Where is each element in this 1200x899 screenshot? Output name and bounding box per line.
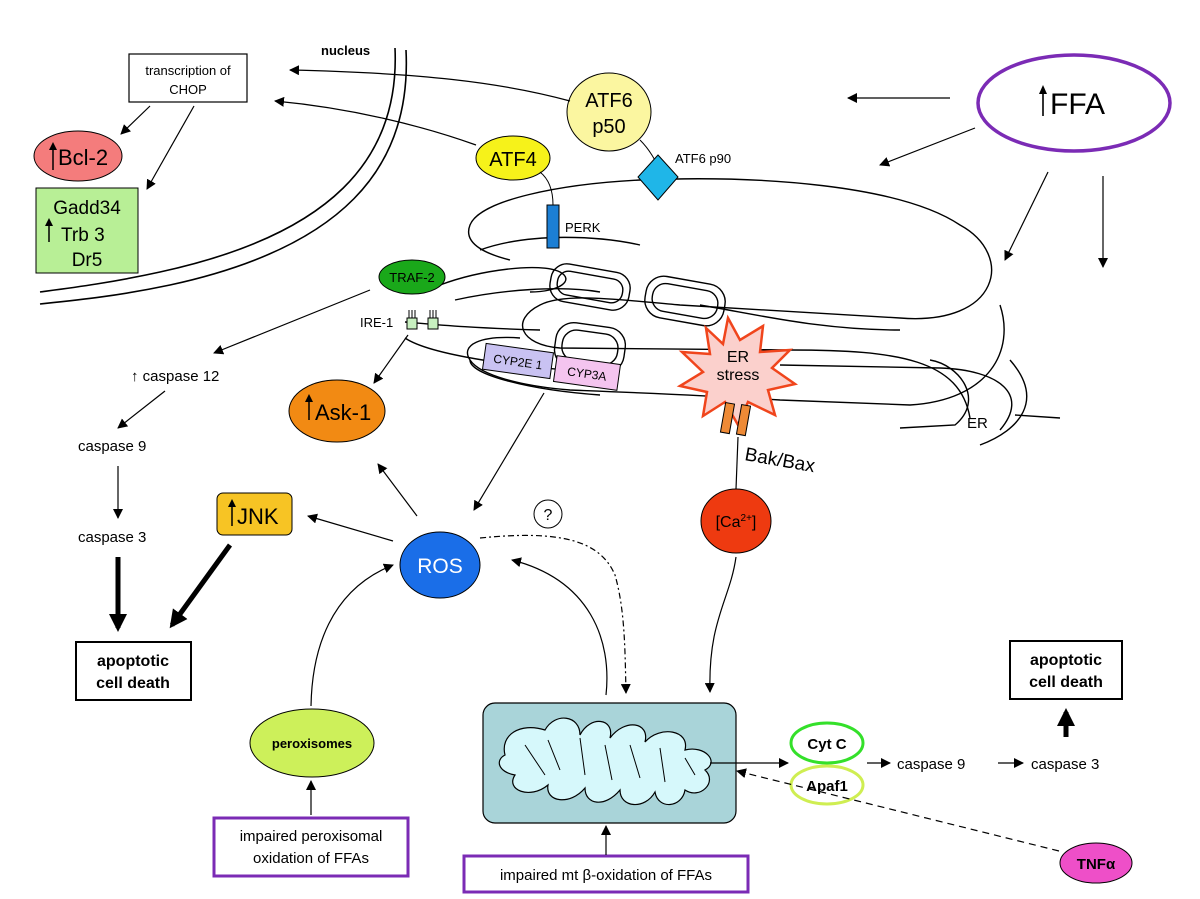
ros-label: ROS xyxy=(417,555,463,578)
er-stress-label-2: stress xyxy=(717,367,760,384)
caspase12-label: ↑ caspase 12 xyxy=(131,368,219,385)
apaf1-label: Apaf1 xyxy=(806,778,848,795)
impaired-peroxisomal-oxidation-box xyxy=(212,816,410,878)
up-arrow-icon xyxy=(305,394,313,420)
gadd34-trb3-dr5-box xyxy=(35,187,139,274)
up-arrow-icon xyxy=(45,218,53,242)
atf6-label: ATF6 xyxy=(585,90,632,112)
nuclear-envelope xyxy=(39,47,408,305)
cyp3a-label: CYP3A xyxy=(566,364,607,383)
apoptotic-left-line2: cell death xyxy=(96,675,170,692)
calcium-label: [Ca2+] xyxy=(716,513,757,531)
chop-label: CHOP xyxy=(169,82,207,97)
atf4-tether xyxy=(539,171,554,206)
atf6-p50-node xyxy=(566,72,652,152)
unknown-link-marker xyxy=(533,499,563,529)
traf2-label: TRAF-2 xyxy=(389,270,435,285)
dr5-label: Dr5 xyxy=(72,250,103,271)
caspase9-left-label: caspase 9 xyxy=(78,438,146,455)
ffa-node xyxy=(976,53,1172,153)
atf6-p90-node xyxy=(637,154,679,201)
ask1-node xyxy=(288,379,386,443)
perk-label: PERK xyxy=(565,220,601,235)
tnfa-node xyxy=(1059,842,1133,884)
pathway-arrows xyxy=(113,65,1108,855)
caspase9-right-label: caspase 9 xyxy=(897,756,965,773)
ask1-label: Ask-1 xyxy=(315,400,371,425)
atf4-label: ATF4 xyxy=(489,149,536,171)
bax-channel xyxy=(735,403,752,437)
ire1-label: IRE-1 xyxy=(360,315,393,330)
cyp2e1-label: CYP2E 1 xyxy=(492,352,543,373)
cytc-node xyxy=(789,721,865,765)
traf2-node xyxy=(378,259,446,295)
perk-receptor xyxy=(546,204,560,249)
trb3-label: Trb 3 xyxy=(61,225,105,246)
impaired-perox-line2: oxidation of FFAs xyxy=(253,850,369,867)
ros-node xyxy=(399,531,481,599)
caspase3-left-label: caspase 3 xyxy=(78,529,146,546)
thick-arrows xyxy=(109,543,1075,737)
bak-channel xyxy=(719,401,736,435)
cyp3a-box xyxy=(552,355,622,391)
up-arrow-icon xyxy=(49,142,57,170)
bak-bax-label: Bak/Bax xyxy=(743,444,817,477)
caspase3-right-label: caspase 3 xyxy=(1031,756,1099,773)
er-label: ER xyxy=(967,415,988,432)
impaired-mt-oxidation-box xyxy=(462,854,750,894)
transcription-label: transcription of xyxy=(145,63,231,78)
mitochondrion-icon xyxy=(498,717,712,806)
jnk-label: JNK xyxy=(237,504,279,529)
up-arrow-icon xyxy=(228,499,236,526)
gadd34-label: Gadd34 xyxy=(53,198,121,219)
impaired-perox-line1: impaired peroxisomal xyxy=(240,828,383,845)
impaired-mt-label: impaired mt β-oxidation of FFAs xyxy=(500,867,712,884)
atf4-node xyxy=(475,135,551,181)
er-stress-label-1: ER xyxy=(727,349,749,366)
peroxisomes-node xyxy=(249,708,375,778)
bcl2-node xyxy=(33,130,123,182)
atf6-p90-label: ATF6 p90 xyxy=(675,151,731,166)
ffa-label: FFA xyxy=(1050,88,1105,121)
ire1-receptor xyxy=(406,310,439,330)
up-arrow-icon xyxy=(1039,85,1047,116)
question-mark: ? xyxy=(544,507,553,524)
atf6-p50-label: p50 xyxy=(592,116,625,138)
transcription-chop-box xyxy=(128,53,248,103)
apoptotic-cell-death-left xyxy=(75,641,192,701)
apoptotic-right-line2: cell death xyxy=(1029,674,1103,691)
apoptotic-cell-death-right xyxy=(1009,640,1123,700)
apoptotic-left-line1: apoptotic xyxy=(97,653,169,670)
mitochondrion-cristae xyxy=(524,737,696,783)
tnfa-label: TNFα xyxy=(1077,856,1116,873)
jnk-node xyxy=(216,492,293,536)
cytc-label: Cyt C xyxy=(807,736,846,753)
cyp2e1-box xyxy=(481,342,555,380)
bcl2-label: Bcl-2 xyxy=(58,145,108,170)
peroxisomes-label: peroxisomes xyxy=(272,736,352,751)
apoptotic-right-line1: apoptotic xyxy=(1030,652,1102,669)
nucleus-label: nucleus xyxy=(321,43,370,58)
